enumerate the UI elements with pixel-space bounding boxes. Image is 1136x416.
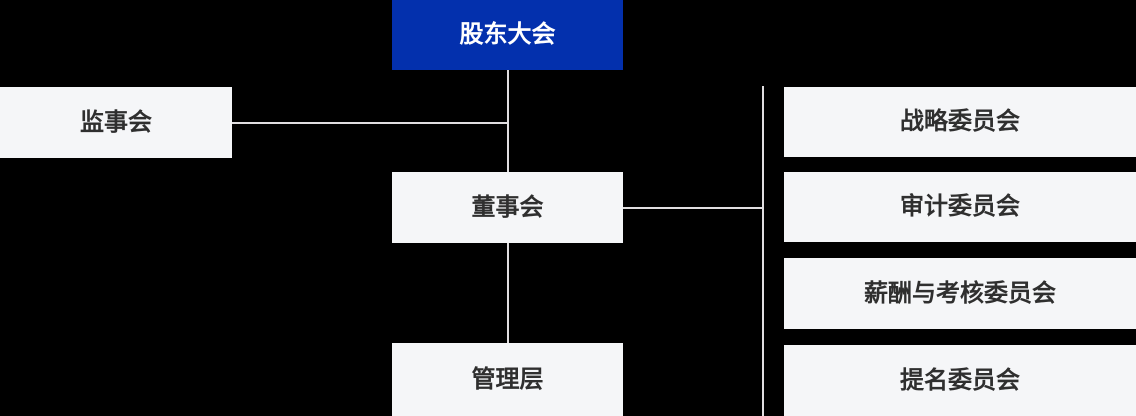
node-nomination-committee-label: 提名委员会 (900, 366, 1020, 394)
node-audit-committee-label: 审计委员会 (900, 193, 1020, 220)
node-board-of-directors: 董事会 (392, 172, 623, 243)
node-audit-committee: 审计委员会 (784, 172, 1136, 242)
connector-committee-spine (762, 86, 764, 416)
node-management-label: 管理层 (471, 365, 544, 393)
node-board-of-directors-label: 董事会 (471, 193, 544, 221)
connector-supervisors-to-trunk (232, 122, 509, 124)
connector-board-to-management (507, 243, 509, 343)
node-strategy-committee-label: 战略委员会 (900, 108, 1020, 135)
node-management: 管理层 (392, 343, 623, 416)
connector-board-to-committee-spine (623, 207, 764, 209)
node-strategy-committee: 战略委员会 (784, 87, 1136, 157)
node-shareholders-meeting-label: 股东大会 (459, 21, 556, 48)
node-board-of-supervisors: 监事会 (0, 87, 232, 158)
node-remuneration-appraisal-committee-label: 薪酬与考核委员会 (864, 279, 1056, 307)
node-nomination-committee: 提名委员会 (784, 345, 1136, 416)
connector-shareholders-to-board (507, 70, 509, 172)
node-remuneration-appraisal-committee: 薪酬与考核委员会 (784, 258, 1136, 329)
node-board-of-supervisors-label: 监事会 (80, 108, 152, 136)
node-shareholders-meeting: 股东大会 (392, 0, 623, 70)
